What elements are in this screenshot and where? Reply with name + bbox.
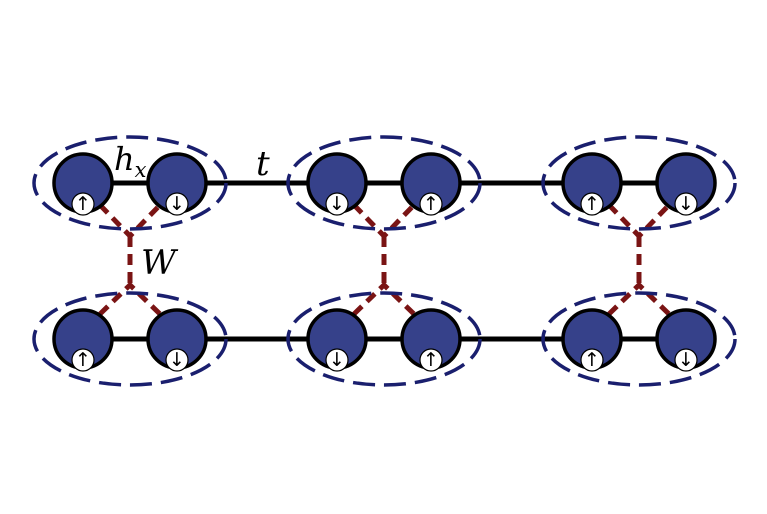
- dimer-group-outline: [541, 135, 737, 231]
- spin-badge: [674, 192, 698, 216]
- hx-label-base: h: [114, 140, 135, 178]
- dimer-groups: [32, 135, 737, 387]
- lattice-sites: ↑ ↓ ↓ ↑ ↑ ↓ ↑ ↓ ↓ ↑ ↑ ↓: [52, 152, 717, 372]
- spin-arrow: ↓: [678, 193, 694, 215]
- spin-arrow: ↑: [75, 349, 91, 371]
- spin-badge: [165, 192, 189, 216]
- spin-badge: [419, 192, 443, 216]
- spin-badge: [674, 348, 698, 372]
- interchain-coupling: [98, 203, 162, 316]
- spin-arrow: ↑: [423, 349, 439, 371]
- spin-arrow: ↓: [329, 349, 345, 371]
- spin-badge: [580, 192, 604, 216]
- spin-badge: [419, 348, 443, 372]
- dimer-group-outline: [32, 291, 228, 387]
- spin-badge: [71, 348, 95, 372]
- spin-badge: [165, 348, 189, 372]
- spin-arrow: ↓: [678, 349, 694, 371]
- spin-arrow: ↓: [169, 349, 185, 371]
- interchain-coupling: [352, 203, 416, 316]
- t-label: t: [256, 144, 270, 184]
- spin-badge: [71, 192, 95, 216]
- spin-arrow: ↑: [423, 193, 439, 215]
- spin-badge: [325, 192, 349, 216]
- interchain-coupling: [607, 203, 671, 316]
- w-label: W: [141, 243, 179, 283]
- hx-label: hx: [114, 140, 147, 182]
- dimer-group-outline: [541, 291, 737, 387]
- spin-arrow: ↑: [584, 349, 600, 371]
- spin-arrow: ↓: [329, 193, 345, 215]
- spin-arrow: ↑: [75, 193, 91, 215]
- spin-arrow: ↓: [169, 193, 185, 215]
- spin-badge: [580, 348, 604, 372]
- hx-label-sub: x: [135, 158, 147, 182]
- spin-arrow: ↑: [584, 193, 600, 215]
- dimer-group-outline: [32, 135, 228, 231]
- spin-badge: [325, 348, 349, 372]
- coupling-lines: [98, 203, 671, 316]
- dimer-group-outline: [286, 291, 482, 387]
- dimer-group-outline: [286, 135, 482, 231]
